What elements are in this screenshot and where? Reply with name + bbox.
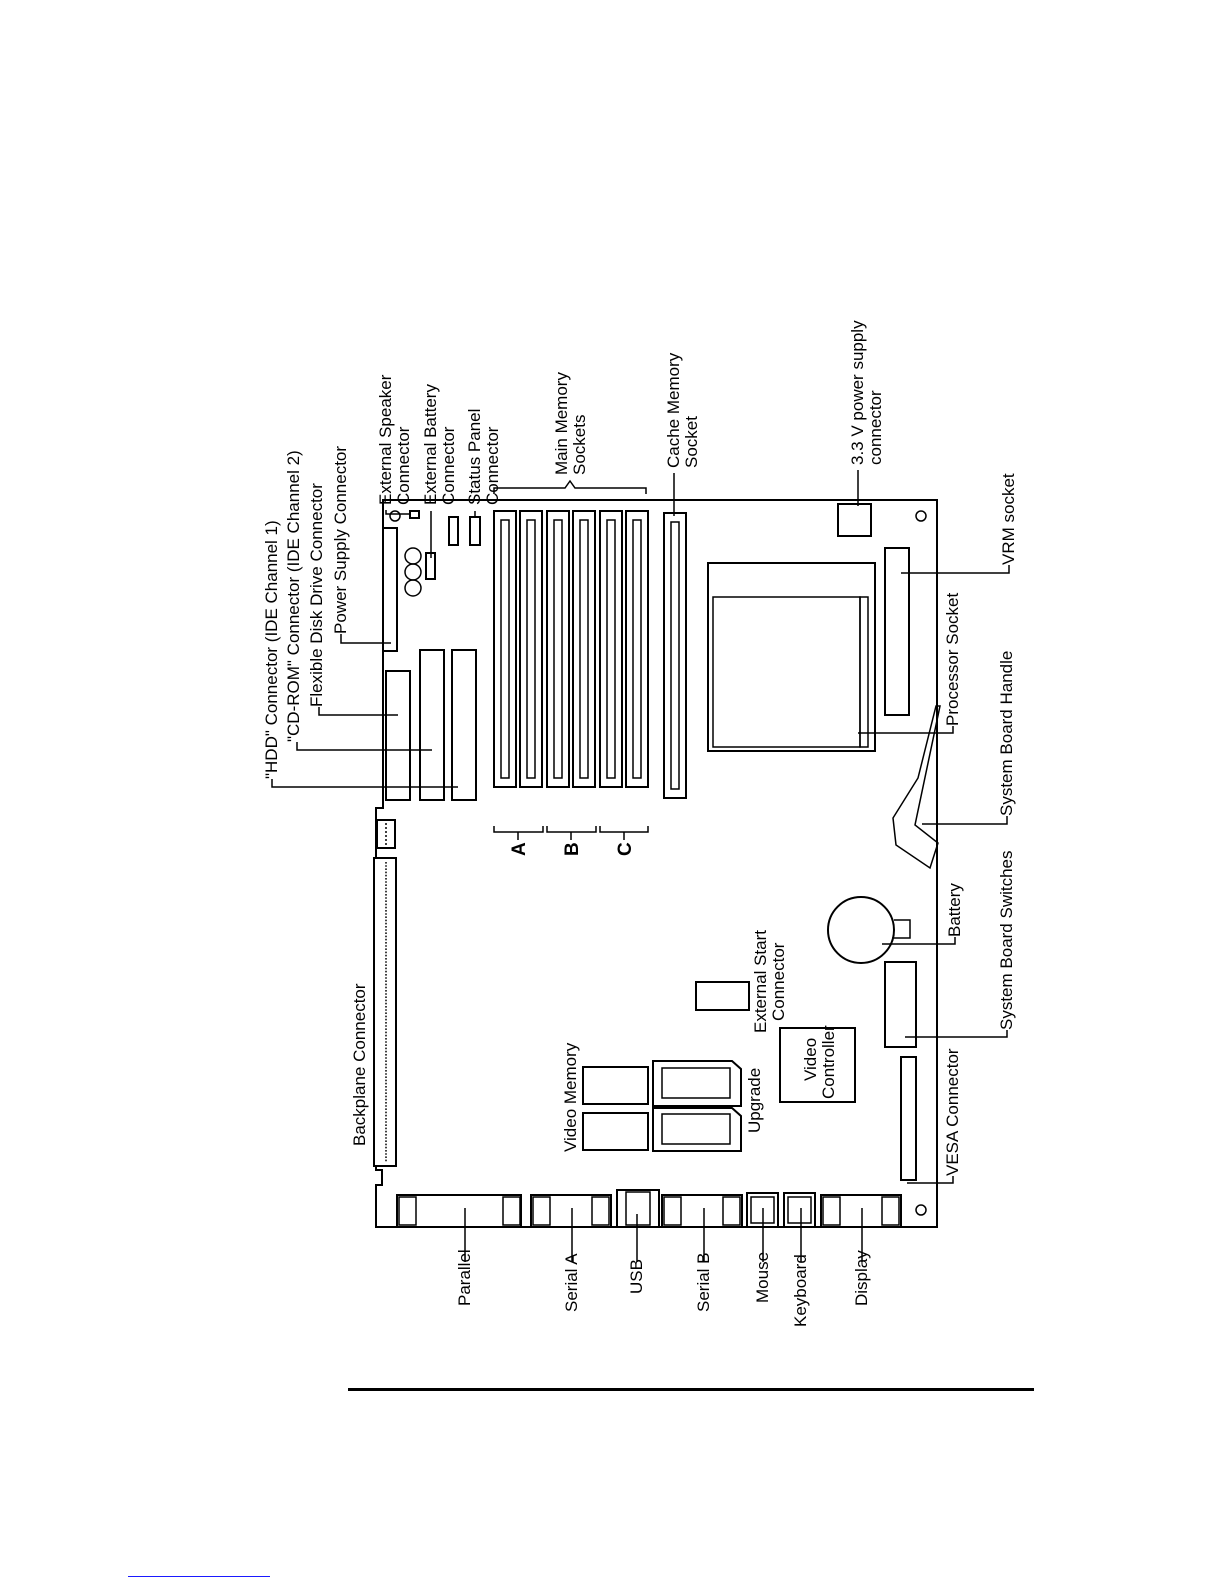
main-memory-label: Main Memory (552, 372, 571, 475)
processor-socket (707, 562, 876, 752)
cache-memory-label-2: Socket (682, 416, 701, 468)
power-33v-connector-shape (837, 503, 872, 537)
usb-label: USB (627, 1259, 646, 1294)
upgrade-label: Upgrade (745, 1068, 764, 1133)
mount-hole (915, 510, 927, 522)
footer-rule (348, 1388, 1034, 1391)
mount-hole (389, 510, 401, 522)
cache-memory-label: Cache Memory (664, 352, 683, 468)
video-memory-label: Video Memory (561, 1042, 580, 1152)
bank-c-label: C (615, 842, 636, 856)
display-label: Display (852, 1250, 871, 1306)
upgrade-sockets (652, 1060, 742, 1152)
board-outline (375, 499, 938, 1228)
video-memory-shape (582, 1066, 649, 1105)
flexible-disk-label: Flexible Disk Drive Connector (307, 483, 326, 707)
external-start-label: External Start (751, 930, 770, 1033)
flexible-disk-connector-shape (451, 649, 477, 801)
video-controller-label: Video (801, 1038, 820, 1081)
power-supply-connector-shape (382, 527, 398, 652)
footer-link-underline (128, 1576, 270, 1577)
power-33v-label-2: connector (866, 390, 885, 465)
status-panel-connector-shape-2 (469, 516, 481, 546)
video-controller-shape (779, 1027, 856, 1103)
keyboard-label: Keyboard (791, 1254, 810, 1327)
mouse-label: Mouse (753, 1252, 772, 1303)
power-33v-label: 3.3 V power supply (848, 320, 867, 465)
hdd-connector-label: "HDD" Connector (IDE Channel 1) (262, 520, 281, 779)
system-board-handle-shape (892, 705, 941, 870)
power-connector-pins (404, 547, 422, 597)
bank-b-label: B (562, 842, 583, 856)
main-memory-sockets (493, 510, 649, 788)
cdrom-connector-shape (419, 649, 445, 801)
cdrom-connector-label: "CD-ROM" Connector (IDE Channel 2) (284, 450, 303, 742)
vrm-socket-label: VRM socket (999, 473, 1018, 565)
external-start-connector-shape (695, 981, 750, 1011)
processor-socket-label: Processor Socket (943, 593, 962, 726)
leader-lines (271, 470, 1010, 1262)
parallel-label: Parallel (455, 1249, 474, 1306)
system-board-switches-label: System Board Switches (997, 850, 1016, 1030)
vrm-socket-shape (884, 547, 910, 716)
battery-shape (827, 896, 911, 964)
cache-memory-socket (663, 512, 687, 799)
status-panel-label: Status Panel (465, 409, 484, 505)
external-speaker-label-2: Connector (394, 426, 413, 505)
external-speaker-label: External Speaker (376, 374, 395, 505)
status-panel-label-2: Connector (483, 426, 502, 505)
battery-label: Battery (945, 883, 964, 937)
rear-io-connectors (396, 1189, 902, 1228)
serial-b-label: Serial B (694, 1252, 713, 1312)
hdd-connector-shape (385, 670, 411, 801)
system-board-switches-shape (884, 961, 917, 1048)
bank-a-label: A (509, 842, 530, 856)
main-memory-label-2: Sockets (570, 415, 589, 475)
external-battery-label-2: Connector (439, 426, 458, 505)
backplane-connector (373, 819, 397, 1167)
system-board-handle-label: System Board Handle (997, 651, 1016, 816)
vesa-connector-label: VESA Connector (943, 1048, 962, 1176)
mount-hole (915, 1204, 927, 1216)
external-speaker-connector-shape (409, 510, 420, 519)
external-start-label-2: Connector (769, 942, 788, 1021)
external-battery-label: External Battery (421, 384, 440, 505)
video-memory-shape (582, 1112, 649, 1151)
backplane-connector-label: Backplane Connector (350, 983, 369, 1146)
video-controller-label-2: Controller (819, 1025, 838, 1099)
serial-a-label: Serial A (562, 1253, 581, 1312)
power-supply-label: Power Supply Connector (331, 446, 350, 634)
vesa-connector-shape (900, 1056, 917, 1181)
status-panel-connector-shape (448, 516, 459, 546)
